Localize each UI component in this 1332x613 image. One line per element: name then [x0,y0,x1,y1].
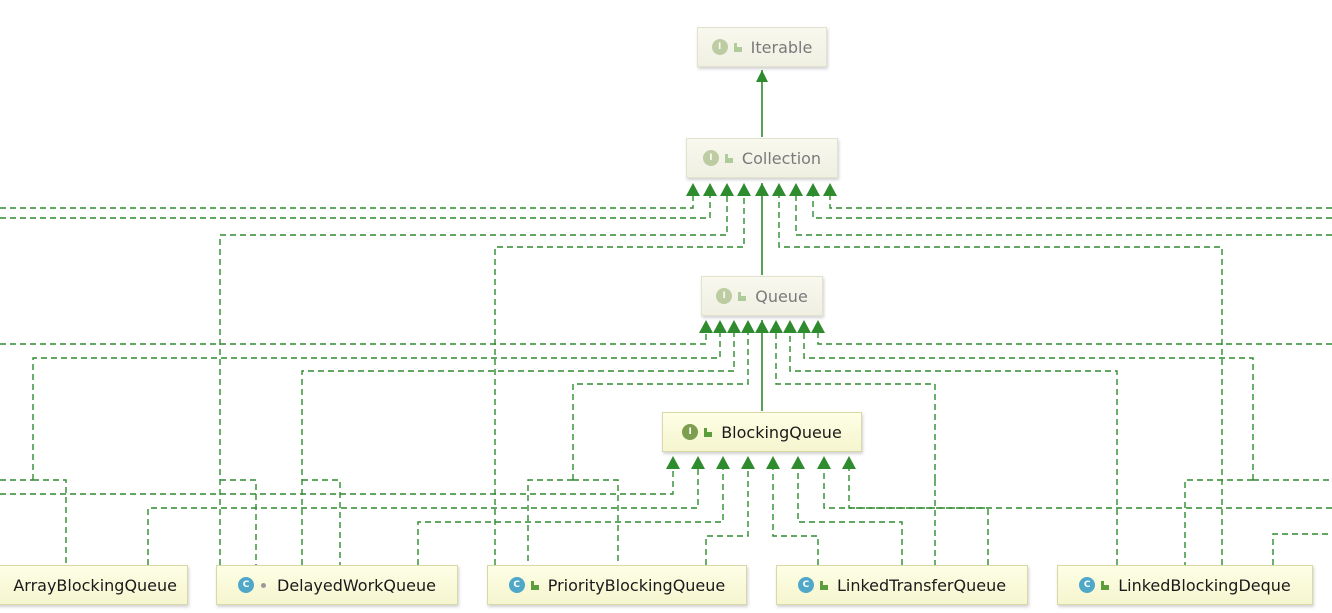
edge-drop-4 [302,479,341,565]
arrowhead [817,456,831,469]
public-modifier-icon [702,427,713,438]
arrowhead [789,183,803,196]
node-label: Queue [755,286,808,306]
arrowhead [720,183,734,196]
arrowhead [703,183,717,196]
arrowhead [772,183,786,196]
arrowhead [811,320,825,333]
arrowhead [797,320,811,333]
edge-implements-queue-2 [32,332,721,480]
node-linkedblockingdeque[interactable]: C LinkedBlockingDeque [1057,565,1313,605]
node-blockingqueue[interactable]: I BlockingQueue [662,412,862,452]
edge-implements-blockingqueue-6 [797,468,903,565]
arrowhead [791,456,805,469]
edge-drop-3 [220,479,257,565]
arrowhead [766,456,780,469]
edge-drop-1 [33,479,67,565]
node-label: LinkedBlockingDeque [1118,575,1291,595]
edge-drop-8 [1184,479,1253,565]
arrowhead [737,183,751,196]
edge-implements-blockingqueue-8 [1272,533,1332,565]
arrowhead [769,320,783,333]
arrowhead [699,320,713,333]
node-priorityblockingqueue[interactable]: C PriorityBlockingQueue [487,565,747,605]
arrowhead [741,320,755,333]
node-label: DelayedWorkQueue [277,575,436,595]
arrowhead [666,456,680,469]
class-icon: C [508,577,525,593]
arrowhead [806,183,820,196]
arrowhead [713,320,727,333]
class-icon: C [1079,577,1096,593]
edge-implements-collection-2 [0,195,711,219]
edge-implements-blockingqueue-9 [848,468,1332,509]
node-arrayblockingqueue[interactable]: ArrayBlockingQueue [0,565,188,605]
package-private-modifier-icon [258,580,269,591]
class-icon: C [238,577,255,593]
node-queue[interactable]: I Queue [701,276,823,316]
edge-implements-collection-5 [778,195,1223,565]
node-label: LinkedTransferQueue [836,575,1007,595]
node-iterable[interactable]: I Iterable [697,27,827,67]
interface-icon: I [682,424,699,440]
edge-implements-queue-8 [817,332,1332,345]
arrowhead [686,183,700,196]
public-modifier-icon [529,580,540,591]
arrowhead [783,320,797,333]
node-linkedtransferqueue[interactable]: C LinkedTransferQueue [776,565,1028,605]
edge-implements-queue-3 [301,332,735,565]
arrowhead [716,456,730,469]
edge-implements-queue-4 [572,332,749,480]
edge-implements-collection-8 [829,195,1332,209]
edge-implements-queue-7 [803,332,1254,480]
edge-implements-collection-6 [795,195,1332,236]
interface-icon: I [702,150,719,166]
edge-implements-queue-6 [789,332,1118,565]
public-modifier-icon [736,291,747,302]
arrowhead [755,183,769,196]
edge-implements-collection-7 [812,195,1332,219]
edge-implements-blockingqueue-2 [147,468,699,565]
node-collection[interactable]: I Collection [686,138,838,178]
node-label: ArrayBlockingQueue [13,575,177,595]
class-icon: C [797,577,814,593]
node-label: PriorityBlockingQueue [547,575,726,595]
edge-implements-blockingqueue-3 [417,468,724,565]
node-label: Collection [741,148,822,168]
arrowhead [755,320,769,333]
public-modifier-icon [1099,580,1110,591]
node-label: BlockingQueue [721,422,842,442]
public-modifier-icon [732,42,743,53]
node-label: Iterable [750,37,813,57]
arrowhead [823,183,837,196]
edge-implements-collection-1 [0,195,694,209]
arrowhead [842,456,856,469]
edge-implements-collection-3 [219,195,728,565]
edge-implements-queue-1 [0,332,707,345]
public-modifier-icon [818,580,829,591]
arrowhead [756,70,768,82]
edge-implements-collection-4 [494,195,745,565]
arrowhead [741,456,755,469]
public-modifier-icon [723,153,734,164]
edge-drop-6 [573,479,619,565]
edge-implements-blockingqueue-7 [823,468,989,565]
edge-implements-queue-5 [775,332,936,480]
edge-implements-blockingqueue-5 [772,468,819,565]
arrowhead [691,456,705,469]
edge-implements-blockingqueue-1 [0,468,674,495]
edge-drop-5 [527,479,573,565]
interface-icon: I [711,39,728,55]
arrowhead [727,320,741,333]
node-delayedworkqueue[interactable]: C DelayedWorkQueue [216,565,458,605]
edge-implements-blockingqueue-4 [705,468,749,565]
arrowheads [666,70,856,469]
interface-icon: I [716,288,733,304]
